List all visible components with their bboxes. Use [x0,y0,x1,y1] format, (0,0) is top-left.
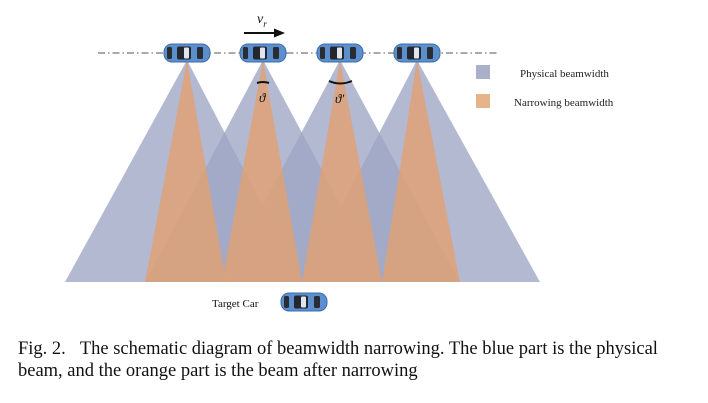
radar-car-1 [163,43,211,63]
angle-prime-label: ϑ′ [335,91,344,106]
target-car-label: Target Car [212,298,259,310]
physical-beams [65,60,540,282]
narrow-beam-3 [302,60,382,282]
angle-label: ϑ [259,90,266,105]
velocity-label: vr [257,12,267,29]
angle-arc-wide [328,80,353,85]
beamwidth-diagram: vr ϑ ϑ′ Physical beamwidth Narrowing bea… [65,12,614,312]
narrow-beam-2 [222,60,302,282]
velocity-arrowhead [274,28,285,38]
legend-swatch-physical [476,65,490,79]
radar-car-4 [393,43,441,63]
legend-label-narrowing: Narrowing beamwidth [514,97,614,109]
radar-car-2 [239,43,287,63]
legend-swatch-narrowing [476,94,490,108]
narrowing-beams [145,60,460,282]
legend-label-physical: Physical beamwidth [520,68,609,80]
caption-text: The schematic diagram of beamwidth narro… [18,339,658,381]
radar-car-3 [316,43,364,63]
target-car [280,292,328,312]
narrow-beam-1 [145,60,226,282]
figure-caption: Fig. 2.The schematic diagram of beamwidt… [18,338,698,382]
angle-arc-narrow [256,81,270,84]
narrow-beam-4 [382,60,460,282]
caption-number: Fig. 2. [18,339,66,359]
